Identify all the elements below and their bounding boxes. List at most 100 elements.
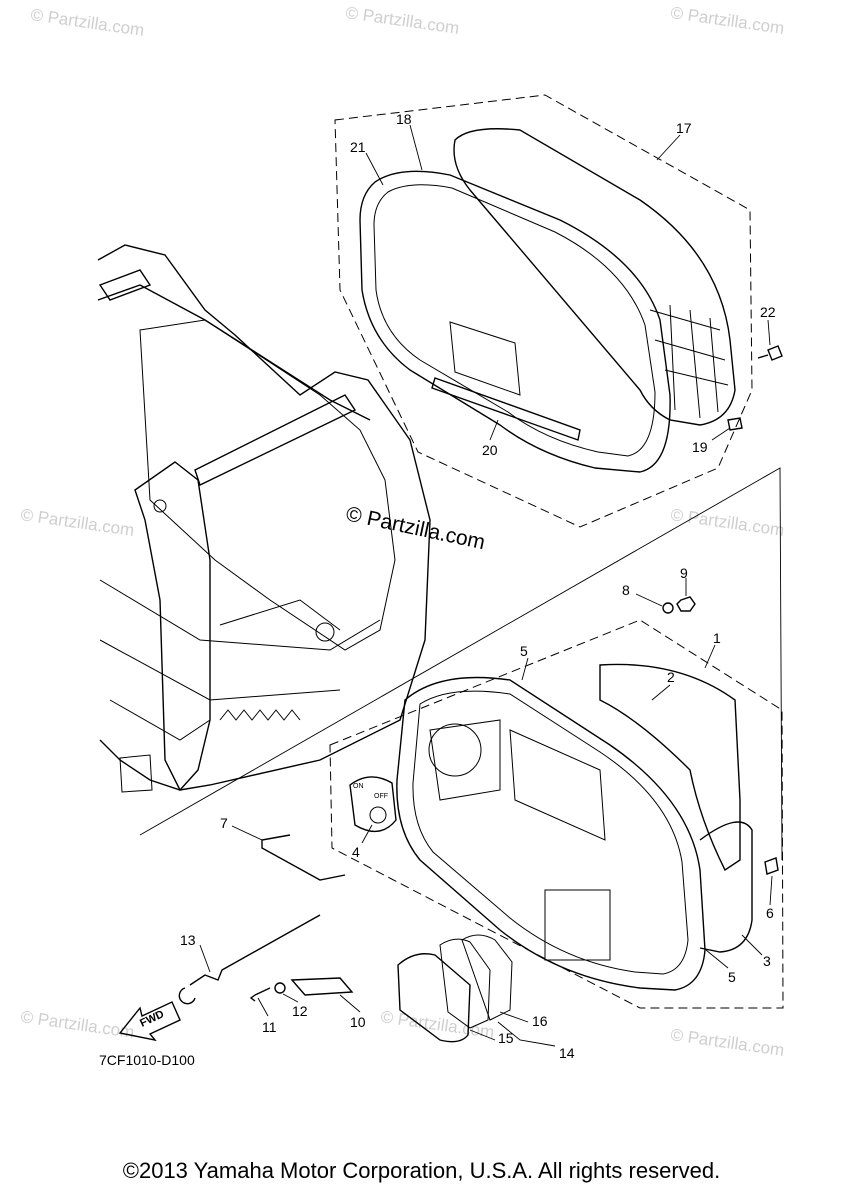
frame-inner-ring: [139, 319, 396, 651]
frame-rear-upright: [134, 461, 211, 792]
fwd-arrow-label: FWD: [138, 1008, 166, 1029]
leader-13: [199, 944, 211, 973]
callout-8: 8: [622, 582, 630, 598]
part-11-screw: [249, 987, 271, 1002]
leader-19: [711, 427, 731, 441]
callout-9: 9: [680, 565, 688, 581]
diagram-code: 7CF1010-D100: [99, 1052, 195, 1068]
upper-cover-group-outline: [334, 94, 753, 528]
part-4-switch-knob: [369, 806, 387, 824]
lower-case-assembly: [396, 596, 779, 991]
leader-15: [469, 1029, 496, 1041]
fwd-arrow-shape: [118, 1001, 181, 1042]
part-4-switch-plate: [349, 776, 397, 833]
assembly-boundary-line: [139, 467, 783, 861]
part-13-choke-cable: [178, 914, 321, 1005]
callout-18: 18: [396, 111, 412, 127]
part-14-cover: [397, 953, 471, 1043]
watermark-bottom-right: © Partzilla.com: [669, 1025, 785, 1060]
leader-14: [497, 1021, 556, 1047]
leader-11: [257, 997, 269, 1017]
callout-labels: 18 21 17 22 19 20 9 8 1 2 5 3 5 6 7 4 13…: [180, 111, 776, 1061]
frame-foot: [119, 754, 153, 793]
watermark-center: © Partzilla.com: [344, 502, 487, 554]
frame-base-struts: [99, 579, 381, 741]
callout-10: 10: [350, 1014, 366, 1030]
callout-20: 20: [482, 442, 498, 458]
frame-bolt-hole: [153, 499, 167, 513]
part-17-grille-mesh: [649, 304, 729, 419]
callout-5-upper: 5: [520, 643, 528, 659]
frame-handle-bar: [98, 269, 357, 486]
lower-case-group-outline: [329, 619, 784, 1009]
part-12-washer: [274, 982, 286, 994]
leader-7: [231, 825, 263, 841]
part-9-nut: [676, 596, 696, 612]
part-15-gasket: [439, 938, 491, 1029]
fwd-arrow: FWD: [118, 1001, 181, 1042]
frame-outer-left: [97, 244, 431, 791]
part-22-screw: [757, 345, 783, 361]
watermark-top-left: © Partzilla.com: [29, 5, 145, 40]
part-19-clip: [727, 417, 743, 431]
leader-8: [635, 593, 663, 607]
leader-4: [361, 824, 373, 844]
leader-21: [365, 152, 384, 186]
callout-21: 21: [350, 139, 366, 155]
part-7-rod: [261, 834, 346, 881]
frame-pivot-bolt: [315, 622, 335, 642]
watermark-top-right: © Partzilla.com: [669, 3, 785, 38]
watermark-top-center: © Partzilla.com: [344, 3, 460, 38]
watermark-bottom-left: © Partzilla.com: [19, 1007, 135, 1042]
group-outlines: [139, 94, 784, 1009]
part-6-clip: [764, 857, 779, 875]
part-10-plate: [290, 977, 354, 996]
callout-1: 1: [713, 630, 721, 646]
frame-teeth: [219, 709, 301, 721]
leader-12: [282, 993, 299, 1003]
leader-22: [767, 319, 771, 346]
callout-6: 6: [766, 905, 774, 921]
leader-1: [704, 644, 716, 669]
callout-5-lower: 5: [728, 969, 736, 985]
leader-20: [489, 419, 499, 441]
watermark-mid-right: © Partzilla.com: [669, 505, 785, 540]
part-16-seal: [461, 934, 513, 1021]
callout-4: 4: [352, 844, 360, 860]
callout-19: 19: [692, 439, 708, 455]
callout-12: 12: [292, 1003, 308, 1019]
part-1-round-port: [428, 723, 482, 777]
part-21-window-panel: [449, 321, 521, 396]
callout-7: 7: [220, 815, 228, 831]
callout-16: 16: [532, 1013, 548, 1029]
leader-3: [741, 934, 763, 956]
callout-22: 22: [760, 304, 776, 320]
callout-14: 14: [559, 1045, 575, 1061]
callout-15: 15: [498, 1030, 514, 1046]
copyright-notice: ©2013 Yamaha Motor Corporation, U.S.A. A…: [122, 1158, 721, 1183]
leader-lines: [199, 124, 773, 1047]
upper-cover-assembly: [359, 128, 783, 473]
leader-5a: [521, 657, 529, 681]
small-parts: ON OFF: [178, 776, 513, 1043]
leader-17: [656, 134, 681, 161]
part-2-rear-panel: [599, 663, 741, 872]
callout-11: 11: [262, 1019, 277, 1035]
part-18-gasket-seal: [373, 184, 656, 457]
part-1-inner-compartments: [429, 719, 611, 961]
callout-13: 13: [180, 932, 196, 948]
leader-16: [499, 1011, 529, 1023]
part-21-inner-cover-frame: [359, 170, 671, 473]
callout-2: 2: [667, 669, 675, 685]
callout-17: 17: [676, 120, 692, 136]
switch-on-label: ON: [353, 783, 364, 790]
part-5-gasket-upper: [412, 690, 689, 975]
watermark-layer: © Partzilla.com © Partzilla.com © Partzi…: [19, 3, 785, 1060]
part-1-case-body: [396, 676, 706, 991]
generator-frame: [97, 244, 431, 793]
part-8-washer: [662, 602, 674, 614]
leader-10: [339, 994, 361, 1013]
leader-18: [409, 124, 423, 171]
leader-6: [769, 875, 773, 906]
